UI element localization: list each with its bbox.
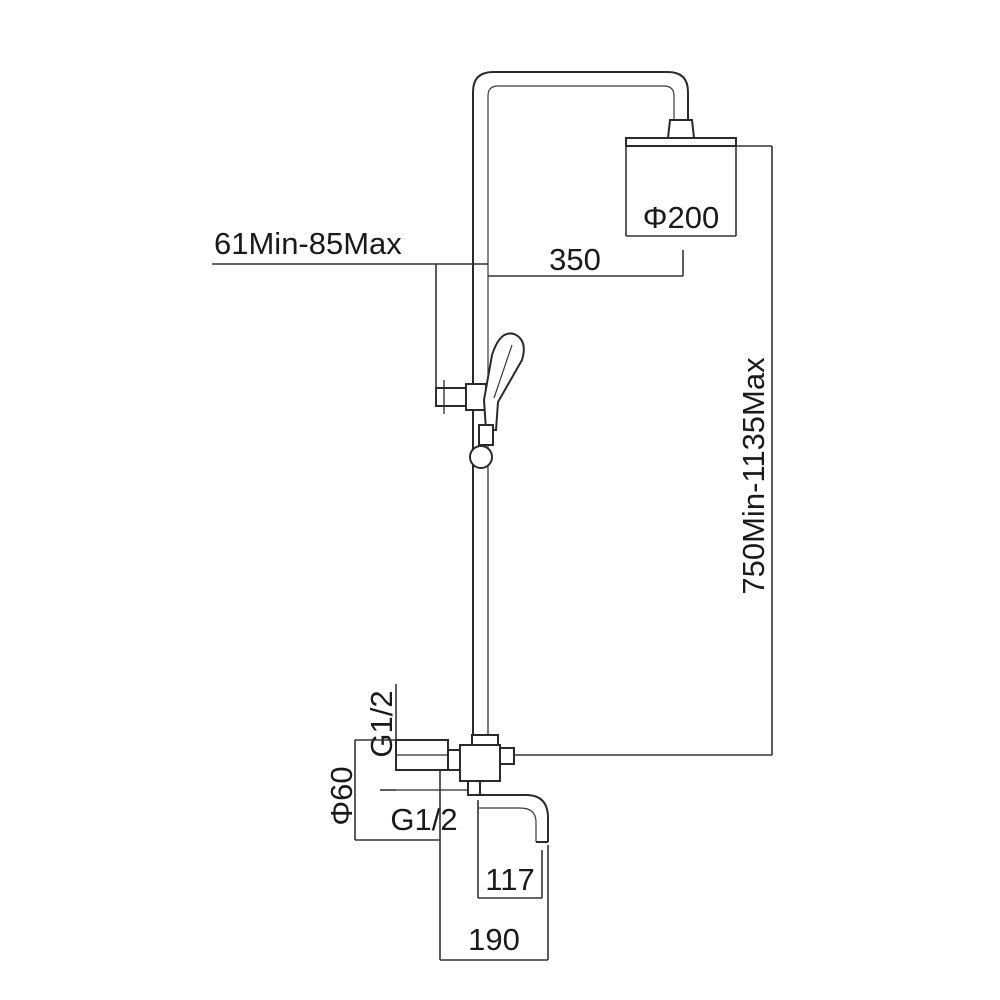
head-diameter-label: Φ200: [643, 200, 719, 235]
overall-depth-dimension: [439, 770, 549, 961]
hose-connector: [469, 424, 494, 469]
total-height-label: 750Min-1135Max: [736, 357, 771, 595]
head-diameter-dimension: [625, 146, 737, 237]
spout-projection-label: 117: [485, 862, 534, 897]
hand-shower-holder: [435, 380, 487, 414]
clamp-range-label: 61Min-85Max: [214, 226, 402, 261]
inlet-thread-bottom-label: G1/2: [390, 802, 457, 837]
arm-length-dimension: [488, 250, 684, 277]
bath-spout: [478, 794, 549, 843]
mixer-body: [395, 734, 515, 796]
hand-shower-handset: [482, 332, 525, 431]
total-height-dimension: [514, 145, 773, 756]
overall-depth-label: 190: [468, 922, 520, 957]
arm-length-label: 350: [549, 242, 601, 277]
clamp-range-dimension: [212, 263, 488, 398]
escutcheon-diameter-label: Φ60: [324, 766, 359, 825]
rain-shower-head: [625, 119, 737, 147]
inlet-thread-top-label: G1/2: [364, 690, 399, 757]
escutcheon-diameter-dimension: [354, 739, 440, 841]
lower-pipe: [472, 468, 489, 742]
riser-pipe: [472, 71, 689, 742]
spout-projection-dimension: [477, 800, 543, 899]
